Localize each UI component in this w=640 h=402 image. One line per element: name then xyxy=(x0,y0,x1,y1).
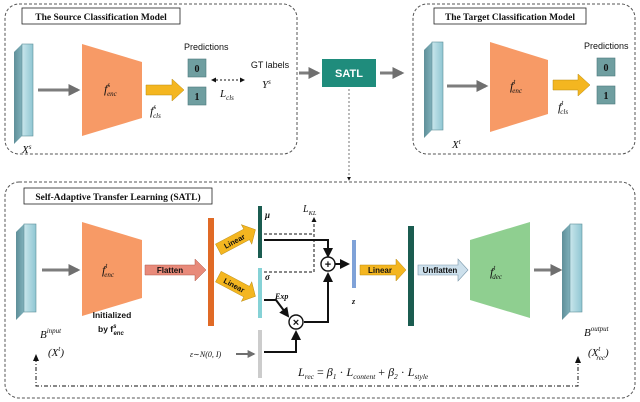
rec-loss-arrow-right xyxy=(575,356,581,363)
rec-loss-arrow-left xyxy=(33,354,39,361)
source-title-box xyxy=(21,7,181,25)
sigma-vector xyxy=(258,268,262,318)
target-classifier-arrow xyxy=(552,73,591,97)
times-symbol: × xyxy=(293,317,299,329)
satl-output-label: Boutput xyxy=(584,325,610,339)
target-panel-border xyxy=(412,3,636,155)
epsilon-vector xyxy=(258,330,262,378)
target-pred-1: 1 xyxy=(604,91,609,102)
source-pred-box-0 xyxy=(187,58,207,78)
target-title-box xyxy=(433,7,587,25)
sigma-to-exp-line xyxy=(264,299,290,318)
plus-symbol: + xyxy=(325,259,331,271)
target-pred-box-0 xyxy=(596,57,616,77)
satl-encoder-shape xyxy=(82,222,142,316)
sigma-label: σ xyxy=(265,272,271,282)
source-title: The Source Classification Model xyxy=(35,13,167,23)
unflatten-arrow xyxy=(417,258,469,282)
z-label: z xyxy=(351,297,356,306)
source-encoder-shape xyxy=(82,44,142,136)
satl-detail-title-box xyxy=(23,187,213,205)
linear-sigma-arrow: Linear xyxy=(215,270,256,302)
linear-z-label: Linear xyxy=(368,266,392,275)
unflatten-label: Unflatten xyxy=(423,266,458,275)
satl-input-label: Binput xyxy=(40,327,62,341)
z-vector xyxy=(352,240,356,288)
satl-block-label: SATL xyxy=(335,68,363,80)
epsilon-label: ε∼N(0, I) xyxy=(190,350,222,359)
satl-output-plate xyxy=(562,223,583,320)
target-input-label: Xt xyxy=(451,138,462,151)
mu-label: μ xyxy=(264,210,270,220)
times-to-plus-line xyxy=(304,272,333,323)
target-input-plate xyxy=(424,41,444,138)
decoder-shape xyxy=(470,222,530,318)
source-pred-0: 0 xyxy=(195,64,200,75)
target-pred-0: 0 xyxy=(604,63,609,74)
flatten-arrow xyxy=(144,258,207,282)
linear-mu-arrow: Linear xyxy=(215,224,256,256)
source-gt-symbol: Ys xyxy=(262,78,271,91)
satl-detail-panel: Self-Adaptive Transfer Learning (SATL) B… xyxy=(4,181,636,399)
satl-input-plate xyxy=(16,223,37,320)
times-node xyxy=(288,314,304,330)
source-loss-label: Lcls xyxy=(219,88,234,102)
target-encoder-shape xyxy=(490,42,548,132)
rec-loss-formula: Lrec = β1 · Lcontent + β2 · Lstyle xyxy=(297,365,429,381)
flatten-label: Flatten xyxy=(157,266,183,275)
mu-to-plus-line xyxy=(264,239,333,258)
mu-vector xyxy=(258,206,262,258)
source-input-label: Xs xyxy=(21,143,32,156)
kl-label: LKL xyxy=(302,204,317,217)
target-pred-box-1 xyxy=(596,85,616,105)
satl-detail-border xyxy=(4,181,636,399)
epsilon-to-times-line xyxy=(264,330,301,353)
source-pred-1: 1 xyxy=(195,92,200,103)
satl-init-line1: Initialized xyxy=(93,310,132,320)
decoder-input-vector xyxy=(408,226,414,326)
source-pred-box-1 xyxy=(187,86,207,106)
rec-loss-loop xyxy=(35,358,579,387)
source-input-plate xyxy=(14,43,34,144)
exp-label: Exp xyxy=(274,292,288,301)
source-gt-label: GT labels xyxy=(251,60,290,70)
satl-block xyxy=(322,59,376,87)
target-predictions-label: Predictions xyxy=(584,41,629,51)
target-title: The Target Classification Model xyxy=(445,13,575,23)
satl-detail-title: Self-Adaptive Transfer Learning (SATL) xyxy=(35,192,200,203)
source-predictions-label: Predictions xyxy=(184,42,229,52)
flattened-vector xyxy=(208,218,214,326)
satl-input-alias: (Xt) xyxy=(48,345,64,359)
source-panel-border xyxy=(4,3,298,155)
source-classifier-arrow xyxy=(145,78,185,102)
linear-z-arrow xyxy=(359,258,407,282)
